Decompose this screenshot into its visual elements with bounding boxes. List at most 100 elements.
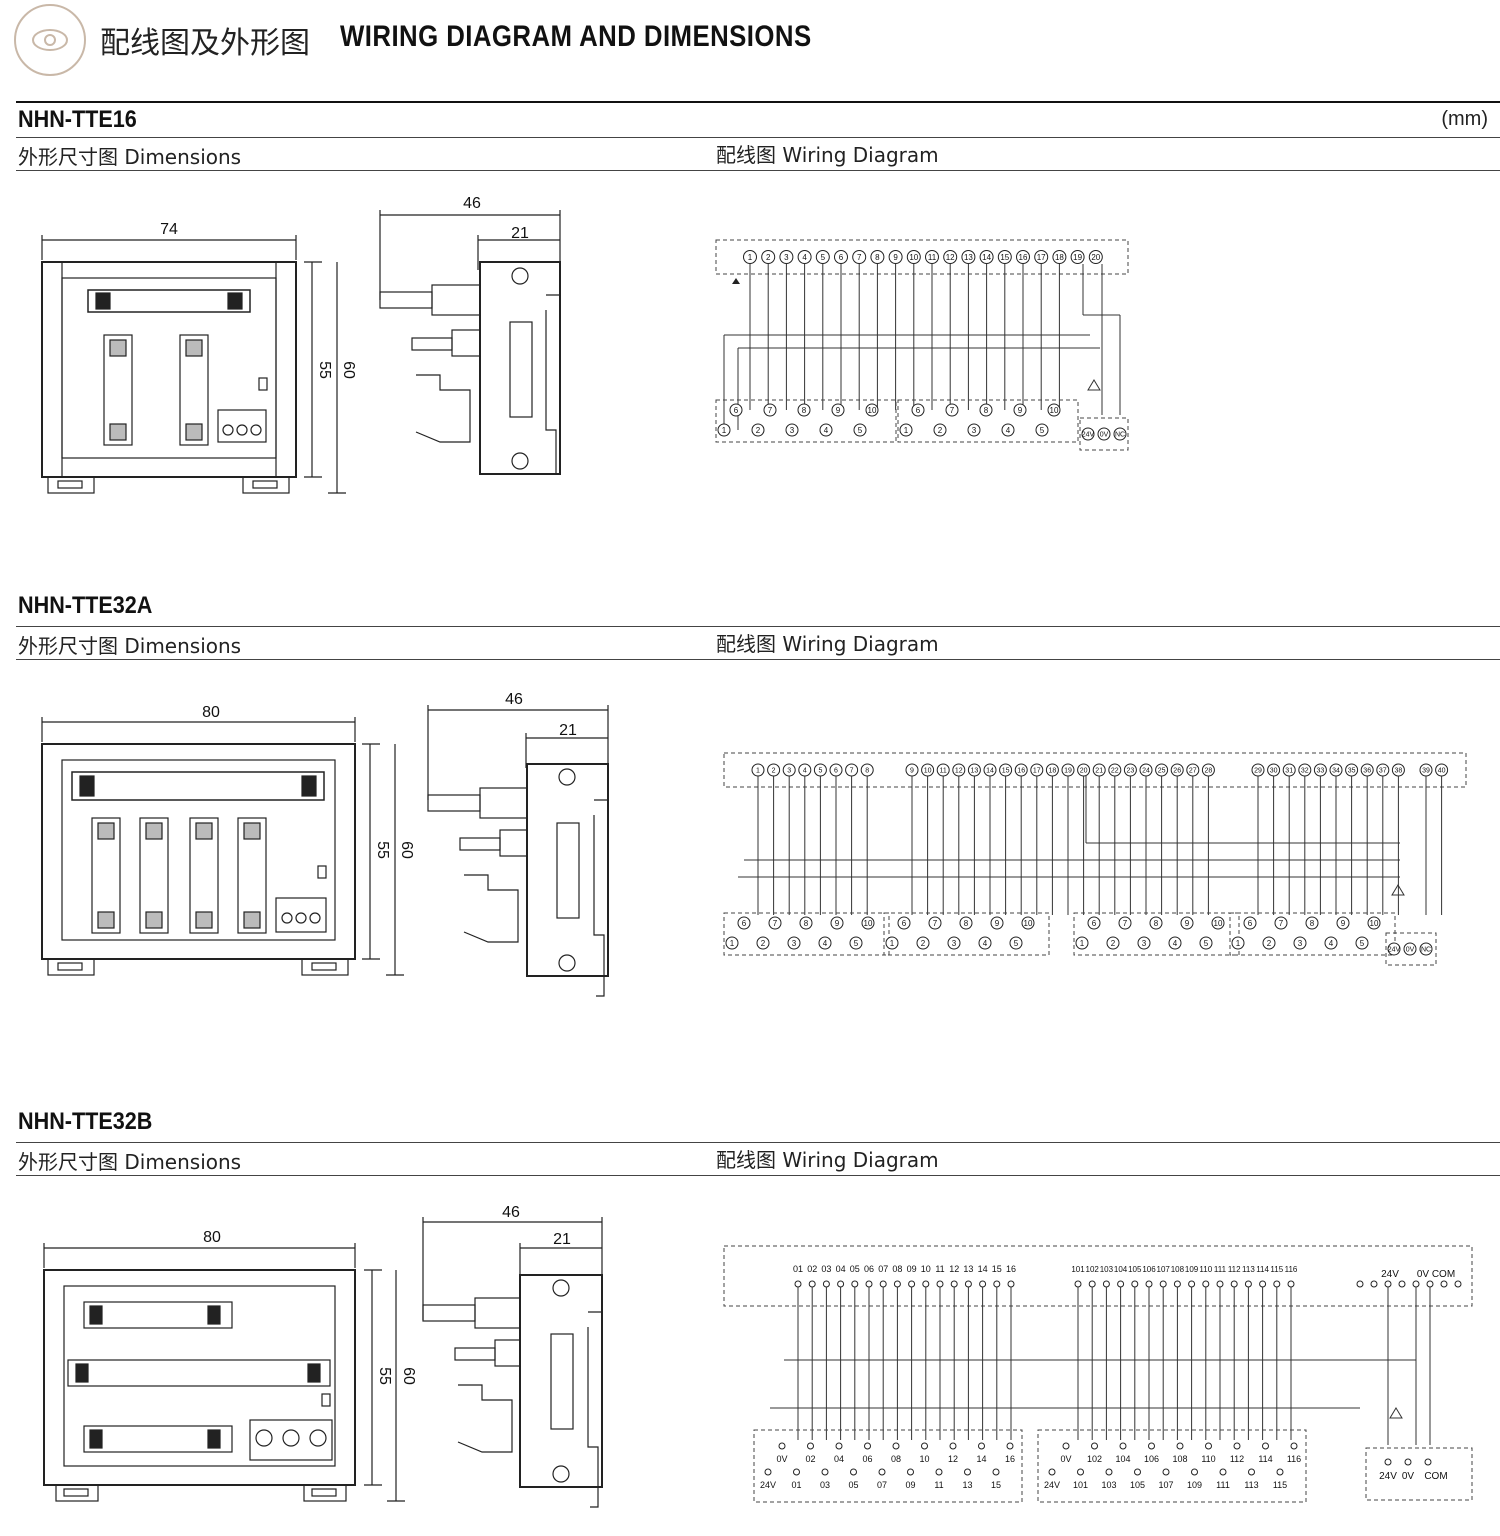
terminal-label: 7 — [850, 767, 854, 774]
terminal-label: 9 — [1185, 919, 1190, 928]
terminal-label: 3 — [787, 767, 791, 774]
terminal-pin — [888, 250, 903, 264]
terminal-pin — [1259, 1280, 1267, 1288]
terminal-label: 5 — [818, 767, 822, 774]
terminal-pin — [1324, 936, 1338, 950]
dim-h2: 60 — [340, 361, 357, 379]
terminal-label: 114 — [1256, 1265, 1269, 1274]
terminal-label: 1 — [1080, 939, 1085, 948]
terminal-pin — [878, 1468, 886, 1476]
terminal-label: 3 — [790, 426, 795, 435]
terminal-pin — [1149, 916, 1163, 930]
terminal-pin — [1219, 1468, 1227, 1476]
terminal-pin — [1367, 916, 1381, 930]
terminal-label: 12 — [948, 1454, 958, 1464]
model-name: NHN-TTE32A — [18, 592, 153, 619]
dim-depth: 46 — [502, 1204, 520, 1221]
terminal-label: 15 — [1002, 767, 1010, 774]
terminal-label: 113 — [1244, 1480, 1258, 1490]
terminal-label: 05 — [850, 1264, 860, 1274]
terminal-pin — [785, 423, 799, 437]
terminal-pin — [815, 250, 830, 264]
terminal-label: 112 — [1230, 1454, 1244, 1464]
terminal-label: 4 — [983, 939, 988, 948]
dashed-enclosure — [753, 1429, 1023, 1503]
terminal-label: 10 — [921, 1264, 931, 1274]
terminal-pin — [1243, 916, 1257, 930]
terminal-pin — [892, 1442, 900, 1450]
dim-h1: 55 — [374, 841, 391, 859]
terminal-pin — [921, 1442, 928, 1450]
terminal-label: 6 — [839, 253, 844, 262]
terminal-label: 101 — [1071, 1265, 1085, 1274]
terminal-pin — [831, 403, 845, 417]
terminal-label: 4 — [803, 767, 807, 774]
terminal-pin — [1088, 1280, 1096, 1288]
terminal-label: 08 — [891, 1454, 901, 1464]
terminal-label: 19 — [1073, 253, 1082, 262]
terminal-pin — [1287, 1280, 1295, 1288]
terminal-pin — [1262, 1442, 1269, 1450]
terminal-label: 109 — [1185, 1265, 1199, 1274]
terminal-pin — [725, 936, 739, 950]
terminal-pin — [1091, 1442, 1098, 1450]
terminal-label: 16 — [1019, 253, 1028, 262]
terminal-pin — [1370, 1280, 1378, 1288]
dim-rail: 21 — [511, 225, 529, 242]
terminal-pin — [778, 1442, 786, 1450]
terminal-label: NC — [1115, 431, 1125, 438]
dashed-enclosure — [1385, 932, 1437, 966]
terminal-label: 8 — [984, 406, 989, 415]
terminal-label: 10 — [1214, 919, 1223, 928]
terminal-pin — [1159, 1280, 1167, 1288]
terminal-pin — [808, 1280, 816, 1288]
terminal-label: 104 — [1114, 1265, 1128, 1274]
eye-icon — [32, 29, 68, 51]
terminal-label: 10 — [1024, 919, 1033, 928]
dim-depth: 46 — [505, 691, 523, 708]
terminal-pin — [899, 423, 913, 437]
terminal-pin — [1231, 936, 1245, 950]
terminal-pin — [849, 936, 863, 950]
terminal-pin — [1118, 916, 1132, 930]
terminal-label: 09 — [905, 1480, 915, 1490]
terminal-pin — [1106, 936, 1120, 950]
terminal-pin — [947, 936, 961, 950]
terminal-pin — [830, 916, 844, 930]
terminal-label: 13 — [964, 253, 973, 262]
terminal-pin — [1205, 1442, 1212, 1450]
terminal-pin — [1137, 936, 1151, 950]
terminal-label: 8 — [964, 919, 969, 928]
terminal-label: 5 — [1014, 939, 1019, 948]
terminal-pin — [992, 1468, 1000, 1476]
terminal-label: 31 — [1285, 767, 1293, 774]
terminal-pin — [763, 403, 777, 417]
terminal-label: 103 — [1100, 1265, 1114, 1274]
terminal-pin — [1440, 1280, 1448, 1288]
wiring-label: 配线图 Wiring Diagram — [716, 1148, 939, 1172]
section-rule — [16, 1175, 1500, 1176]
terminal-label: 23 — [1127, 767, 1135, 774]
terminal-label: 24V — [1044, 1480, 1060, 1490]
terminal-label: 7 — [950, 406, 955, 415]
terminal-label: 108 — [1171, 1265, 1185, 1274]
terminal-label: 0V — [1100, 431, 1109, 438]
terminal-label: 1 — [890, 939, 895, 948]
terminal-label: 2 — [766, 253, 771, 262]
terminal-label: 5 — [854, 939, 859, 948]
terminal-label: 0V — [776, 1454, 787, 1464]
terminal-label: 24V — [1388, 946, 1401, 953]
terminal-label: 8 — [802, 406, 807, 415]
terminal-label: 115 — [1270, 1265, 1283, 1274]
terminal-pin — [1131, 1280, 1139, 1288]
dashed-enclosure — [723, 752, 1467, 788]
terminal-pin — [1454, 1280, 1462, 1288]
diode-icon — [1389, 1407, 1403, 1419]
terminal-label: 6 — [1092, 919, 1097, 928]
terminal-label: 06 — [862, 1454, 872, 1464]
terminal-label: 4 — [802, 253, 807, 262]
terminal-pin — [1081, 427, 1095, 441]
terminal-label: 17 — [1037, 253, 1046, 262]
dashed-enclosure — [715, 239, 1129, 275]
